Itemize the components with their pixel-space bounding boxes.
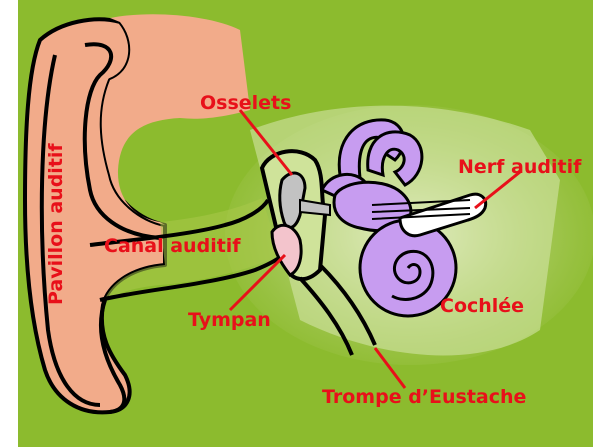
label-nerf: Nerf auditif (458, 156, 582, 178)
label-canal: Canal auditif (104, 235, 241, 257)
label-cochlee: Cochlée (440, 295, 524, 317)
label-trompe: Trompe d’Eustache (322, 386, 526, 408)
left-white-strip (0, 0, 18, 447)
label-pavillon: Pavillon auditif (45, 143, 67, 305)
label-tympan: Tympan (188, 309, 271, 331)
label-osselets: Osselets (200, 92, 291, 114)
